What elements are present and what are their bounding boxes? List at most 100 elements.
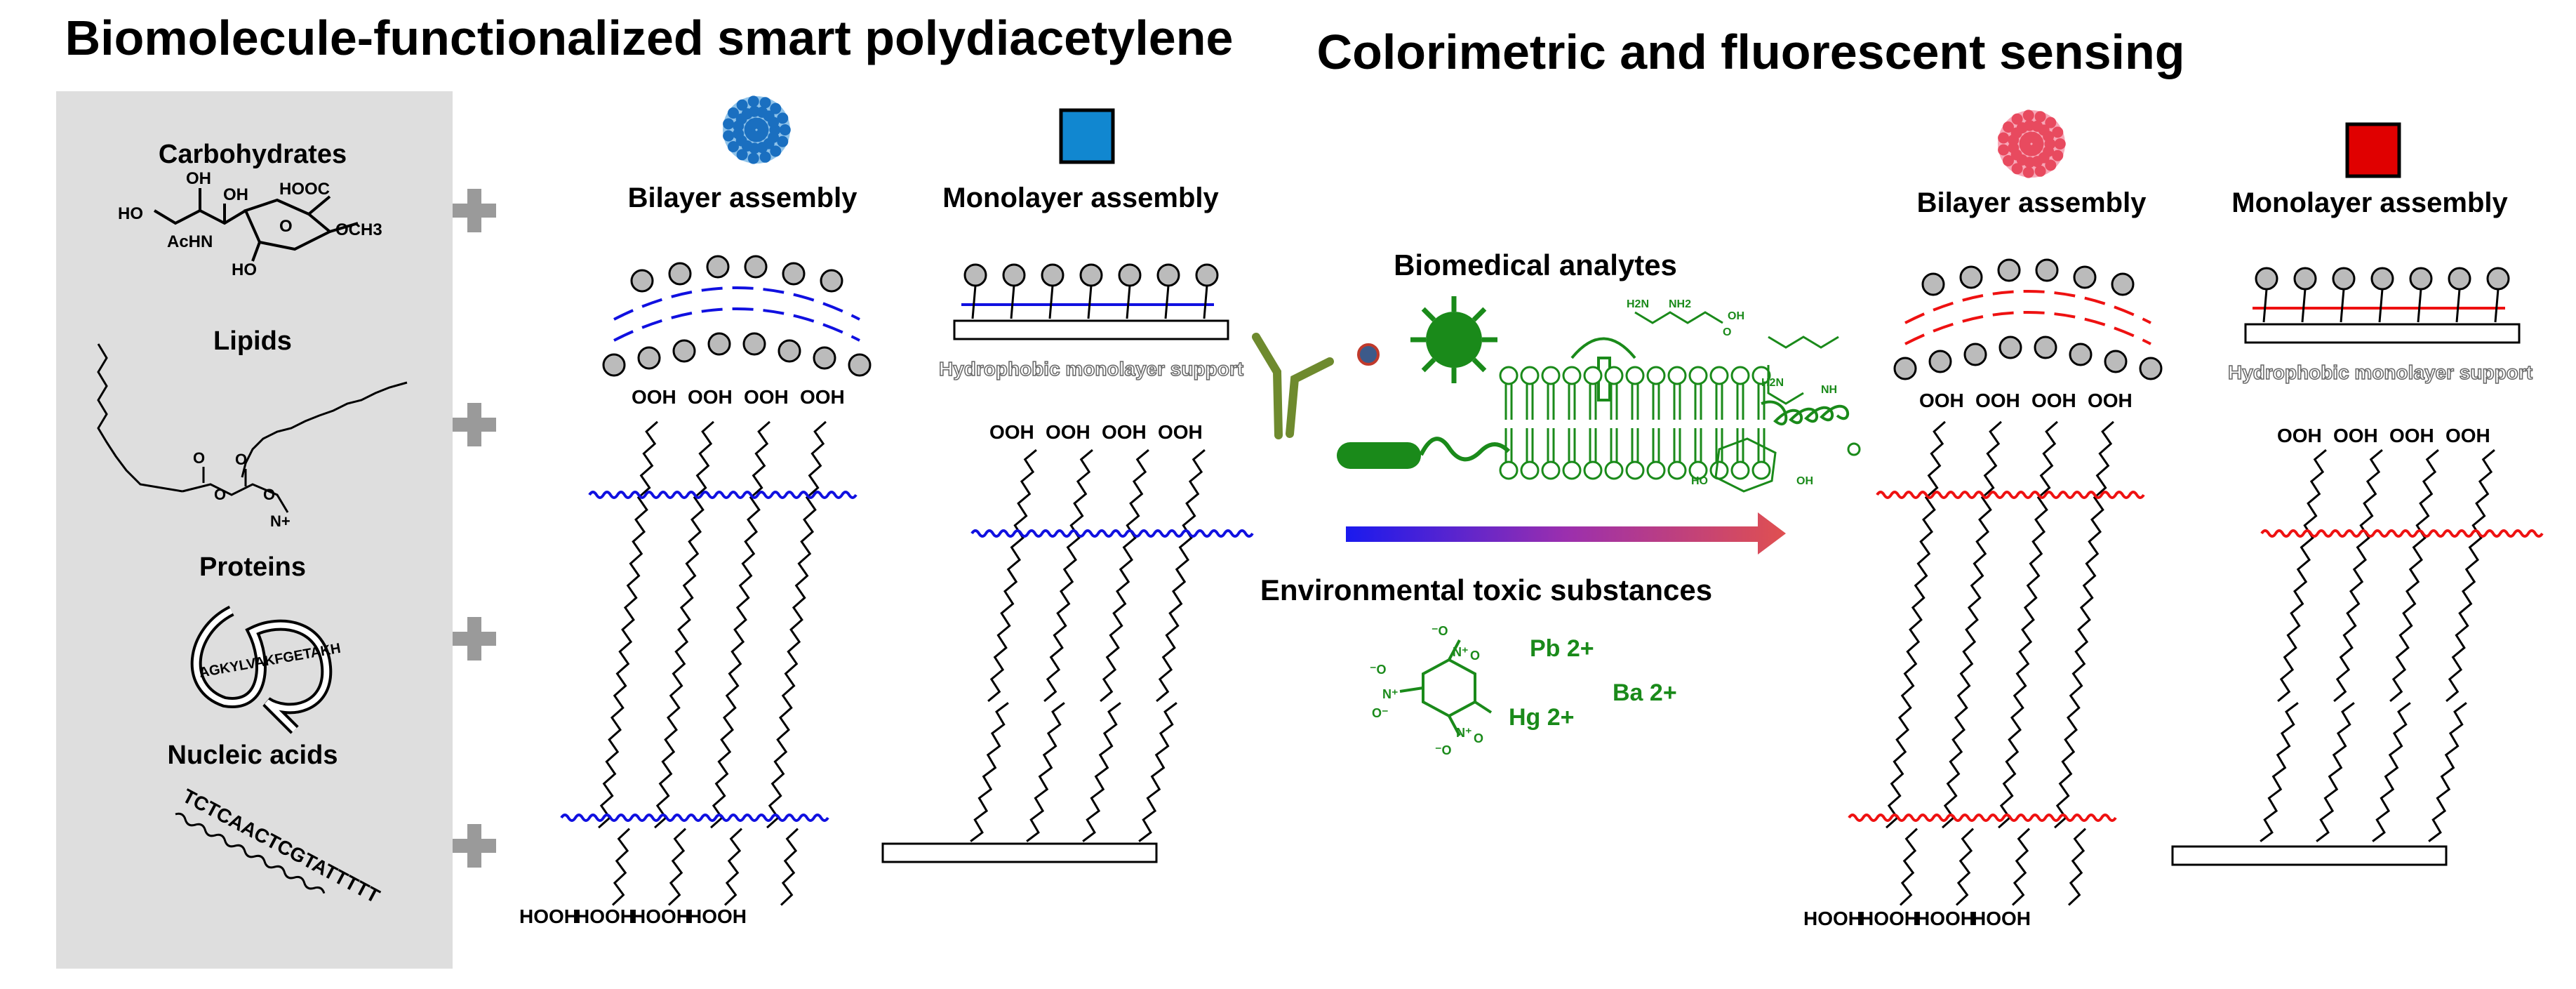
svg-text:O: O — [1470, 649, 1480, 663]
nucleic-backbone — [175, 812, 326, 894]
ion-pb: Pb 2+ — [1530, 635, 1594, 662]
svg-text:NH2: NH2 — [1669, 298, 1691, 310]
right-title: Colorimetric and fluorescent sensing — [1317, 25, 2185, 79]
category-lipids: Lipids — [213, 326, 292, 356]
antibody-icon — [1252, 333, 1334, 439]
svg-text:OH: OH — [186, 169, 211, 188]
head-group-label: OOH — [2333, 425, 2378, 446]
monolayer-chains-right — [2260, 449, 2544, 842]
bilayer-label-right: Bilayer assembly — [1917, 187, 2147, 218]
ion-ba: Ba 2+ — [1613, 679, 1677, 706]
curved-bilayer-right — [1893, 258, 2163, 380]
head-group-label: OOH — [989, 421, 1034, 443]
bilayer-chains-right — [1848, 420, 2145, 906]
curved-bilayer-left — [602, 255, 872, 377]
amino-acid-molecules — [1634, 311, 1861, 456]
head-group-label: OOH — [688, 386, 733, 408]
category-carbohydrates: Carbohydrates — [159, 140, 347, 169]
svg-text:OH: OH — [223, 185, 248, 204]
head-group-label: OOH — [1102, 421, 1147, 443]
plus-icon-vertical — [467, 403, 481, 446]
flat-monolayer-left — [953, 263, 1229, 340]
svg-text:N⁺: N⁺ — [1456, 726, 1472, 740]
svg-text:H2N: H2N — [1627, 298, 1649, 310]
svg-text:O: O — [1474, 731, 1483, 745]
head-group-label: OOH — [800, 386, 845, 408]
svg-text:N⁺: N⁺ — [1382, 687, 1399, 701]
virus-icon — [1426, 312, 1482, 368]
sidebar-panel — [56, 91, 453, 969]
flat-monolayer-right — [2244, 267, 2521, 344]
svg-text:HO: HO — [1691, 475, 1708, 487]
lipid-labels: O O O O N+ — [193, 449, 291, 530]
svg-text:HOOC: HOOC — [279, 180, 330, 199]
left-title: Biomolecule-functionalized smart polydia… — [65, 11, 1234, 65]
nitro-compound-icon — [1399, 639, 1493, 736]
virus-spikes — [1410, 296, 1497, 383]
head-group-label: HOOH — [632, 905, 690, 927]
head-group-label: HOOH — [575, 905, 634, 927]
sugar-ring-icon — [1714, 437, 1777, 493]
head-group-label: HOOH — [688, 905, 747, 927]
svg-text:HO: HO — [232, 260, 257, 279]
svg-text:O: O — [279, 217, 293, 236]
svg-text:O: O — [235, 451, 247, 468]
lipid-structure — [97, 343, 408, 513]
svg-text:AcHN: AcHN — [167, 232, 213, 251]
head-group-label: HOOH — [519, 905, 578, 927]
svg-text:NH: NH — [1821, 384, 1837, 396]
helix-icon — [1761, 400, 1850, 426]
bilayer-chains-left — [560, 420, 857, 906]
plus-signs — [453, 189, 496, 868]
head-group-label: OOH — [1158, 421, 1203, 443]
plus-icon-vertical — [467, 617, 481, 661]
protein-ribbon-inner — [193, 608, 330, 732]
antigen-icon — [1357, 343, 1380, 366]
plus-icon-vertical — [467, 824, 481, 868]
head-group-label: HOOH — [1803, 908, 1862, 929]
svg-text:OH: OH — [1796, 475, 1813, 487]
nitro-labels: ⁻O N⁺ O ⁻O N⁺ O⁻ ⁻O N⁺ O — [1370, 624, 1483, 757]
svg-text:N+: N+ — [270, 512, 291, 530]
ion-hg: Hg 2+ — [1509, 704, 1575, 731]
head-group-label: OOH — [1919, 390, 1964, 411]
svg-text:H2N: H2N — [1761, 377, 1784, 389]
carbohydrate-labels: OH OH HOOC HO AcHN O OCH3 HO — [118, 169, 382, 279]
head-group-label: OOH — [2389, 425, 2434, 446]
bilayer-label-left: Bilayer assembly — [628, 182, 858, 213]
svg-text:O⁻: O⁻ — [1372, 706, 1389, 720]
monolayer-label-left: Monolayer assembly — [942, 182, 1219, 213]
gradient-arrow — [1346, 512, 1786, 555]
plus-icon-vertical — [467, 189, 481, 232]
blue-square-icon — [1059, 108, 1115, 164]
carbohydrate-structure — [153, 188, 359, 262]
svg-text:OH: OH — [1728, 310, 1744, 322]
vesicle-blue-icon — [723, 95, 791, 164]
svg-text:O: O — [1723, 326, 1731, 338]
svg-text:O: O — [214, 486, 226, 503]
head-group-label: HOOH — [1972, 908, 2031, 929]
head-group-label: OOH — [1975, 390, 2020, 411]
head-group-label: OOH — [2088, 390, 2133, 411]
environmental-label: Environmental toxic substances — [1260, 573, 1712, 606]
support-label-left: Hydrophobic monolayer support — [939, 358, 1243, 380]
svg-text:⁻O: ⁻O — [1370, 663, 1387, 677]
head-group-label: HOOH — [1916, 908, 1975, 929]
head-group-label: OOH — [2445, 425, 2490, 446]
amino-acid-labels: H2N NH2 OH O NH H2N HO OH — [1627, 298, 1837, 487]
category-nucleic-acids: Nucleic acids — [168, 741, 338, 770]
svg-text:O: O — [193, 449, 205, 467]
biomedical-analytes-label: Biomedical analytes — [1394, 248, 1677, 281]
substrate-left — [881, 842, 1158, 863]
bacterium-icon — [1337, 437, 1511, 469]
svg-text:⁻O: ⁻O — [1432, 624, 1448, 638]
support-label-right: Hydrophobic monolayer support — [2228, 361, 2532, 383]
head-group-label: OOH — [632, 386, 676, 408]
monolayer-label-right: Monolayer assembly — [2231, 187, 2508, 218]
head-group-label: OOH — [2277, 425, 2322, 446]
monolayer-chains-left — [970, 449, 1254, 842]
svg-text:OCH3: OCH3 — [335, 220, 382, 239]
